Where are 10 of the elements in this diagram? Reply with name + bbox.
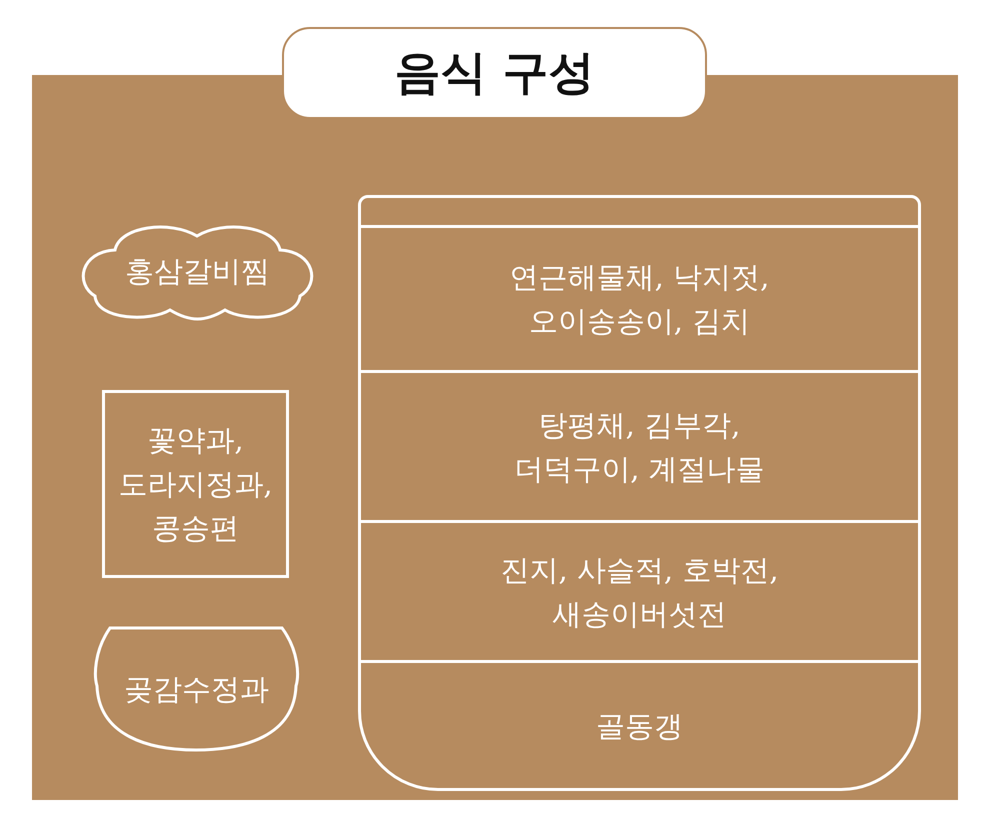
food-label: 탕평채, 김부각, 더덕구이, 계절나물 bbox=[513, 406, 766, 488]
title: 음식 구성 bbox=[282, 27, 707, 119]
food-label: 연근해물채, 낙지젓, 오이송송이, 김치 bbox=[508, 259, 770, 340]
food-label: 꽃약과, 도라지정과, 콩송편 bbox=[117, 422, 274, 547]
food-label: 홍삼갈비찜 bbox=[125, 253, 270, 290]
food-label: 곶감수정과 bbox=[124, 671, 269, 708]
food-box bbox=[102, 390, 289, 578]
tiered-box bbox=[358, 195, 921, 791]
food-label: 진지, 사슬적, 호박전, 새송이버섯전 bbox=[499, 552, 780, 632]
food-label: 골동갱 bbox=[596, 708, 683, 744]
